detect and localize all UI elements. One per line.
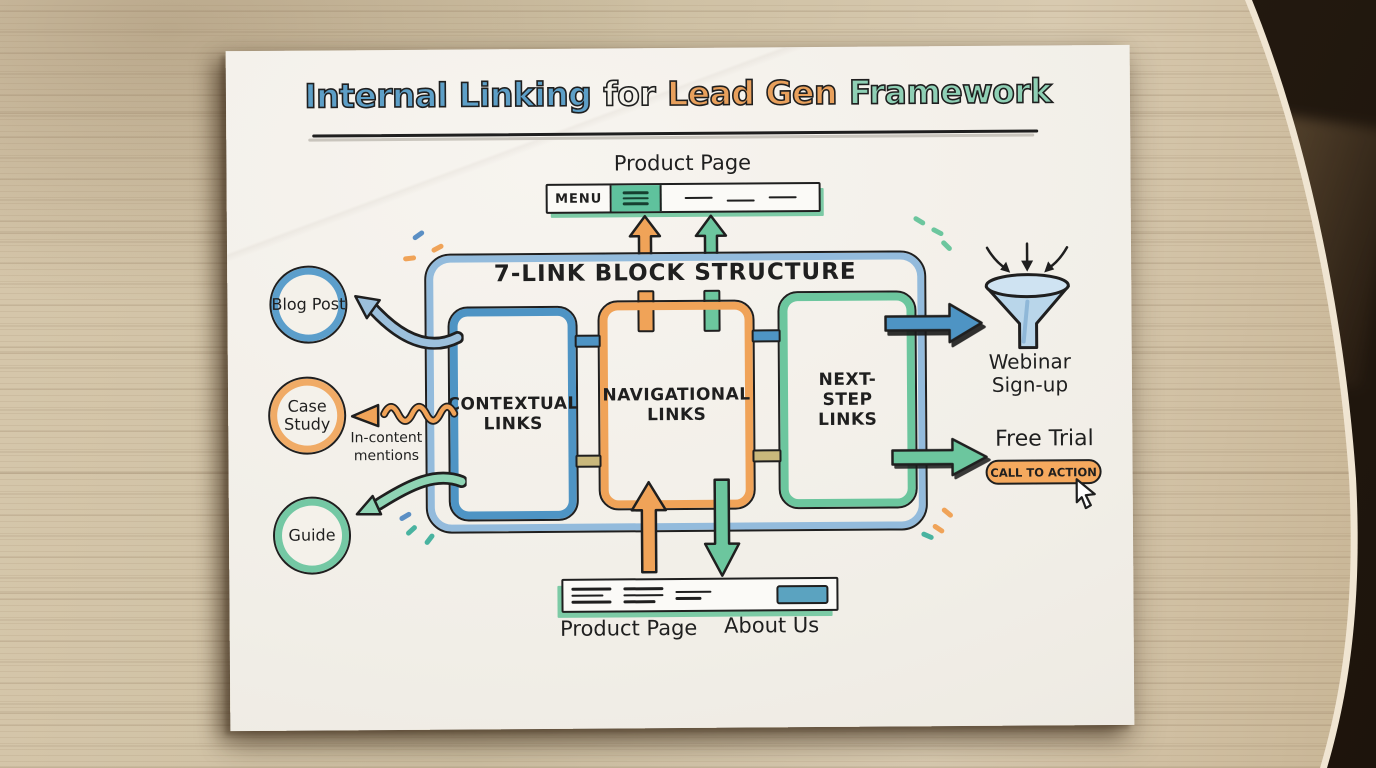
orange-up-arrow-to-menu-icon [628, 214, 662, 260]
confetti-dash [411, 229, 426, 242]
in-content-mentions-note: In-content mentions [350, 429, 423, 464]
top-product-page-label: Product Page [613, 150, 752, 176]
orange-squiggle-arrow-to-case-study-icon [350, 402, 459, 428]
structure-heading: 7-LINK BLOCK STRUCTURE [493, 258, 857, 288]
free-trial-label: Free Trial [994, 426, 1094, 452]
conversion-funnel-icon [984, 242, 1070, 350]
hamburger-menu-icon [611, 185, 662, 212]
confetti-dash [930, 226, 945, 237]
footer-text-lines-2 [623, 587, 664, 604]
green-up-arrow-to-menu-icon [694, 214, 728, 260]
guide-label: Guide [288, 525, 336, 545]
block-navigational-label: NAVIGATIONAL LINKS [602, 384, 751, 426]
blue-arrow-to-webinar-funnel-icon [884, 302, 983, 344]
title-underline [312, 129, 1039, 138]
confetti-dash [940, 506, 954, 519]
confetti-dash [423, 532, 436, 546]
curved-green-arrow-to-guide-icon [355, 471, 467, 516]
webinar-signup-label: Webinar Sign-up [988, 349, 1072, 397]
footer-text-lines-1 [571, 587, 612, 604]
about-us-label: About Us [724, 613, 820, 638]
menu-label: MENU [547, 185, 612, 212]
block-next-step-label: NEXT-STEP LINKS [818, 369, 878, 431]
title-segment-framework: Framework [848, 71, 1052, 113]
confetti-dash [430, 242, 445, 254]
title-segment-lead-gen: Lead Gen [666, 72, 838, 114]
green-arrow-to-free-trial-icon [891, 437, 988, 477]
connector-contextual-navigational-top [574, 334, 601, 348]
confetti-dash [920, 530, 935, 541]
connector-contextual-navigational-bottom [575, 454, 602, 468]
block-contextual-links: CONTEXTUAL LINKS [447, 305, 579, 522]
curved-blue-arrow-to-blog-post-icon [354, 295, 464, 350]
title-segment-for: for [602, 73, 656, 114]
connector-navigational-nextstep-bottom [752, 449, 782, 463]
footer-blue-button [776, 584, 829, 604]
blog-post-label: Blog Post [271, 294, 346, 314]
title-segment-internal-linking: Internal Linking [303, 74, 592, 117]
block-contextual-label: CONTEXTUAL LINKS [447, 393, 579, 434]
menu-placeholder-links [662, 184, 819, 211]
bottom-footer-bar [561, 576, 839, 613]
guide-circle: Guide [272, 496, 352, 575]
case-study-circle: Case Study [267, 376, 347, 455]
blog-post-circle: Blog Post [269, 265, 348, 344]
connector-navigational-nextstep-top [751, 329, 781, 343]
confetti-dash [931, 523, 946, 535]
confetti-dash [940, 239, 953, 252]
case-study-label: Case Study [284, 396, 331, 434]
orange-up-arrow-from-footer-icon [630, 480, 668, 574]
footer-text-lines-3 [675, 590, 712, 600]
confetti-dash [402, 255, 417, 262]
top-menu-bar: MENU [545, 182, 821, 214]
green-down-arrow-to-footer-icon [703, 478, 741, 577]
confetti-dash [912, 215, 927, 227]
mouse-cursor-icon [1075, 478, 1096, 510]
